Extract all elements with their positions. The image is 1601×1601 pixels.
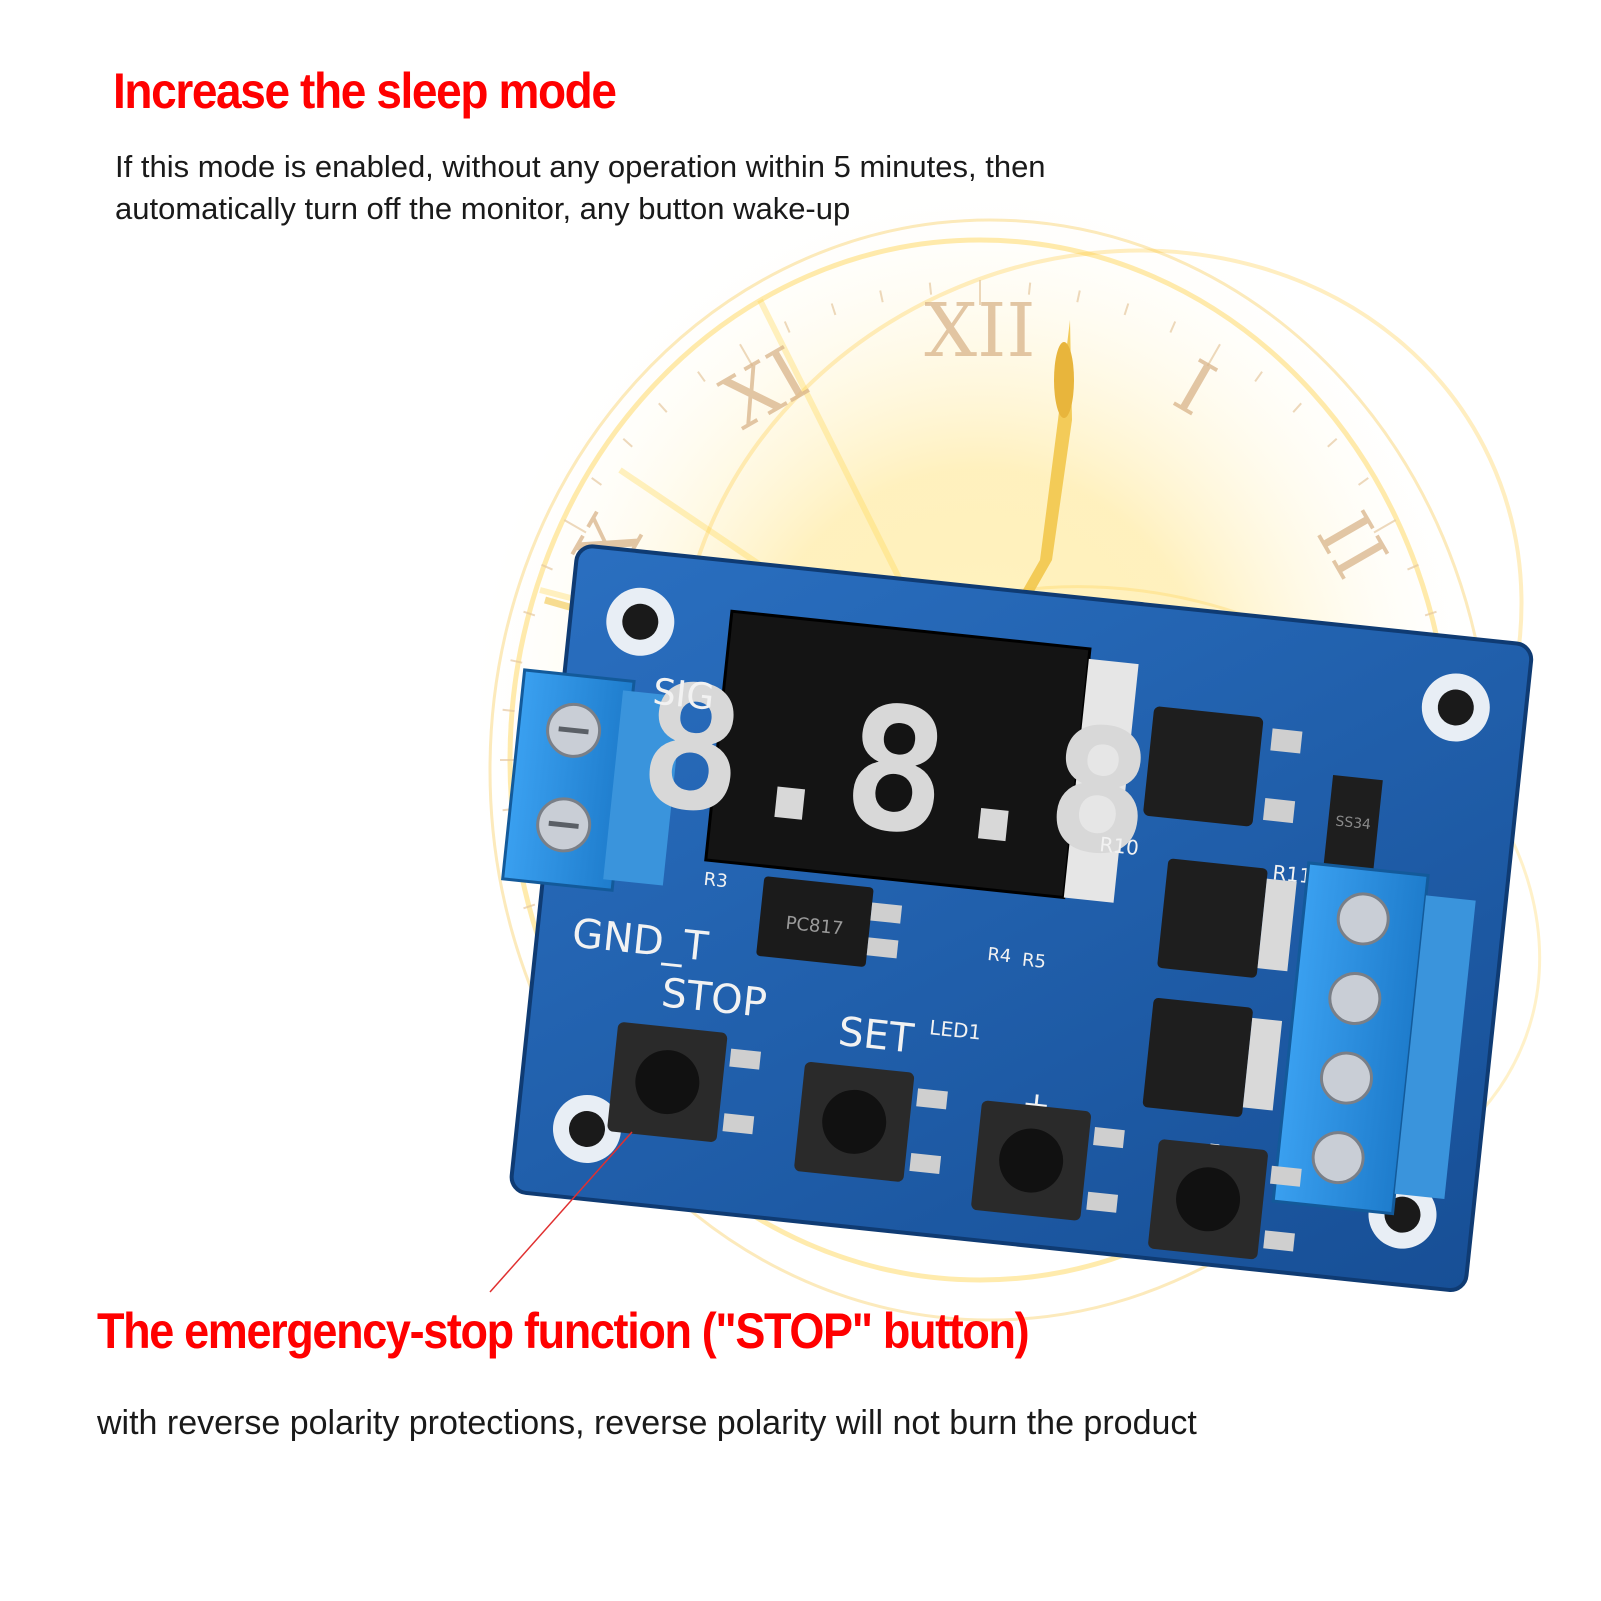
label-sig: SIG — [651, 672, 716, 719]
label-r4: R4 — [986, 944, 1012, 967]
clock-tick — [697, 371, 706, 382]
clock-tick — [523, 903, 536, 910]
clock-tick — [502, 708, 515, 713]
clock-numeral: XII — [924, 288, 1035, 374]
mosfet-chip — [1142, 858, 1297, 1117]
minus-button[interactable] — [1148, 1139, 1304, 1264]
clock-tick — [1123, 303, 1130, 316]
stop-button[interactable] — [607, 1022, 763, 1147]
sleep-mode-description: If this mode is enabled, without any ope… — [115, 146, 1046, 230]
clock-tick — [1254, 371, 1263, 382]
clock-tick — [541, 563, 553, 571]
clock-tick — [622, 438, 633, 448]
clock-tick — [1169, 321, 1177, 333]
label-r5: R5 — [1021, 950, 1047, 973]
clock-tick — [1358, 477, 1369, 486]
clock-tick — [783, 321, 791, 333]
label-r10: R10 — [1098, 832, 1140, 860]
label-stop: STOP — [659, 970, 769, 1027]
clock-tick — [879, 290, 884, 303]
sleep-mode-line-1: If this mode is enabled, without any ope… — [115, 149, 1046, 184]
clock-tick — [510, 659, 523, 664]
sleep-mode-title: Increase the sleep mode — [113, 63, 617, 119]
set-button[interactable] — [794, 1061, 950, 1186]
clock-tick — [1424, 610, 1437, 617]
label-led: LED1 — [928, 1015, 982, 1044]
clock-tick — [563, 519, 587, 534]
clock-tick — [523, 610, 536, 617]
diode-chip: SS34 — [1323, 775, 1383, 870]
input-terminal-block — [501, 668, 683, 892]
clock-tick — [591, 477, 602, 486]
label-r3: R3 — [703, 869, 729, 892]
mounting-hole-icon — [552, 587, 1490, 1249]
emergency-stop-description: with reverse polarity protections, rever… — [97, 1404, 1197, 1442]
stop-pointer-line — [489, 1131, 633, 1293]
clock-tick — [1076, 290, 1081, 303]
clock-tick — [1027, 282, 1032, 295]
clock-tick — [830, 303, 837, 316]
seven-segment-display: 8.8.8 — [631, 609, 1161, 903]
clock-tick — [739, 343, 754, 367]
clock-tick — [1327, 438, 1338, 448]
clock-tick — [1292, 402, 1302, 413]
clock-tick — [1373, 519, 1397, 534]
optocoupler-chip: PC817 — [756, 876, 903, 967]
regulator-chip — [1143, 706, 1303, 827]
plus-button[interactable] — [971, 1100, 1127, 1225]
output-terminal-block — [1271, 861, 1476, 1216]
emergency-stop-title: The emergency-stop function ("STOP" butt… — [97, 1303, 1030, 1359]
clock-tick — [1206, 343, 1221, 367]
label-diode: SS34 — [1335, 814, 1372, 834]
sleep-mode-line-2: automatically turn off the monitor, any … — [115, 191, 851, 226]
clock-tick — [1407, 563, 1419, 571]
clock-tick — [658, 402, 668, 413]
timer-relay-board: 8.8.8 SIG GND_T STOP SET + - LED1 R3 R4 … — [501, 544, 1534, 1293]
label-set: SET — [836, 1009, 916, 1063]
clock-tick — [928, 282, 933, 295]
